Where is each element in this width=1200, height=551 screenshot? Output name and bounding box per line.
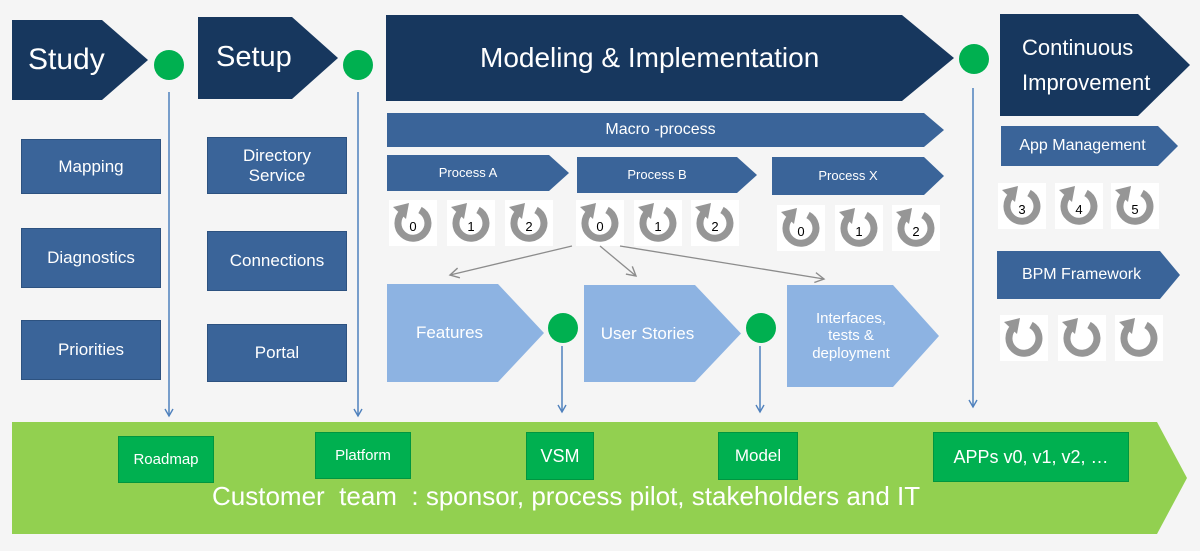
- cycle-bpm-1: [1000, 315, 1048, 361]
- cycle-process-b-1: 1: [634, 200, 682, 246]
- cycle-process-b-0: 0: [576, 200, 624, 246]
- phase-modeling-label: Modeling & Implementation: [480, 41, 820, 73]
- deliverable-apps: APPs v0, v1, v2, …: [933, 432, 1129, 482]
- cycle-number: 1: [654, 218, 662, 234]
- cycle-arrow-icon: [1000, 315, 1048, 361]
- bpm-framework-label: BPM Framework: [1021, 265, 1142, 283]
- cycle-number: 1: [467, 218, 475, 234]
- milestone-dot-setup: [343, 50, 373, 80]
- cycle-number: 2: [711, 218, 719, 234]
- study-item-diagnostics: Diagnostics: [21, 228, 161, 288]
- cycle-process-x-2: 2: [892, 205, 940, 251]
- cycle-app-5: 5: [1111, 183, 1159, 229]
- cycle-arrow-icon: [892, 205, 940, 251]
- cycle-bpm-3: [1115, 315, 1163, 361]
- connector-cycle-to-interfaces: [619, 245, 826, 284]
- customer-team-label: Customer team : sponsor, process pilot, …: [212, 481, 921, 512]
- setup-item-connections: Connections: [207, 231, 347, 291]
- study-item-mapping: Mapping: [21, 139, 161, 194]
- deliverable-platform: Platform: [315, 432, 411, 479]
- setup-item-directory-service: Directory Service: [207, 137, 347, 194]
- deliverable-model-label: Model: [734, 446, 782, 466]
- cycle-app-4: 4: [1055, 183, 1103, 229]
- step-interfaces-label: Interfaces, tests & deployment: [812, 310, 890, 362]
- connector-cycle-to-user-stories: [599, 245, 638, 277]
- deliverable-model: Model: [718, 432, 798, 480]
- bpm-framework-bar: BPM Framework: [997, 251, 1180, 299]
- phase-modeling-implementation: Modeling & Implementation: [386, 15, 954, 101]
- cycle-arrow-icon: [1055, 183, 1103, 229]
- study-item-mapping-label: Mapping: [58, 156, 124, 176]
- cycle-number: 2: [912, 223, 920, 239]
- cycle-number: 3: [1018, 201, 1026, 217]
- cycle-number: 0: [797, 223, 805, 239]
- cycle-arrow-icon: [447, 200, 495, 246]
- setup-item-portal: Portal: [207, 324, 347, 382]
- cycle-number: 4: [1075, 201, 1083, 217]
- process-a-bar: Process A: [387, 155, 569, 191]
- deliverable-vsm-label: VSM: [540, 445, 580, 466]
- phase-continuous-label-line2: Improvement: [1022, 70, 1151, 95]
- phase-study-label: Study: [28, 42, 105, 76]
- cycle-process-a-0: 0: [389, 200, 437, 246]
- cycle-arrow-icon: [691, 200, 739, 246]
- cycle-number: 2: [525, 218, 533, 234]
- cycle-number: 0: [596, 218, 604, 234]
- deliverable-vsm: VSM: [526, 432, 594, 480]
- cycle-process-b-2: 2: [691, 200, 739, 246]
- process-a-label: Process A: [438, 164, 498, 180]
- process-b-label: Process B: [627, 166, 687, 182]
- connector-cycle-to-features: [448, 245, 573, 279]
- app-management-bar: App Management: [1001, 126, 1178, 166]
- macro-process-label: Macro -process: [605, 120, 716, 138]
- study-item-priorities: Priorities: [21, 320, 161, 380]
- cycle-number: 1: [855, 223, 863, 239]
- step-features-label: Features: [415, 323, 484, 343]
- deliverable-platform-label: Platform: [335, 446, 391, 464]
- cycle-process-a-1: 1: [447, 200, 495, 246]
- process-x-bar: Process X: [772, 157, 944, 195]
- process-b-bar: Process B: [577, 157, 757, 193]
- deliverable-roadmap-label: Roadmap: [133, 450, 199, 468]
- setup-item-connections-label: Connections: [229, 251, 325, 271]
- cycle-arrow-icon: [998, 183, 1046, 229]
- cycle-number: 5: [1131, 201, 1139, 217]
- cycle-app-3: 3: [998, 183, 1046, 229]
- deliverable-roadmap: Roadmap: [118, 436, 214, 483]
- cycle-bpm-2: [1058, 315, 1106, 361]
- step-user-stories-label: User Stories: [600, 323, 695, 343]
- cycle-arrow-icon: [505, 200, 553, 246]
- setup-item-directory-service-label: Directory Service: [242, 145, 311, 185]
- study-item-diagnostics-label: Diagnostics: [47, 248, 135, 268]
- step-interfaces-tests-deployment: Interfaces, tests & deployment: [787, 285, 939, 387]
- cycle-arrow-icon: [1111, 183, 1159, 229]
- cycle-arrow-icon: [777, 205, 825, 251]
- deliverable-apps-label: APPs v0, v1, v2, …: [953, 446, 1109, 467]
- cycle-process-x-0: 0: [777, 205, 825, 251]
- cycle-arrow-icon: [835, 205, 883, 251]
- phase-continuous-label-line1: Continuous: [1022, 34, 1134, 60]
- cycle-arrow-icon: [389, 200, 437, 246]
- cycle-arrow-icon: [1058, 315, 1106, 361]
- milestone-dot-features: [548, 313, 578, 343]
- setup-item-portal-label: Portal: [254, 343, 300, 363]
- milestone-dot-modeling: [959, 44, 989, 74]
- cycle-process-a-2: 2: [505, 200, 553, 246]
- milestone-dot-user-stories: [746, 313, 776, 343]
- study-item-priorities-label: Priorities: [57, 340, 125, 360]
- cycle-process-x-1: 1: [835, 205, 883, 251]
- cycle-arrow-icon: [1115, 315, 1163, 361]
- process-x-label: Process X: [818, 167, 878, 183]
- macro-process-bar: Macro -process: [387, 113, 944, 147]
- app-management-label: App Management: [1019, 136, 1146, 154]
- cycle-arrow-icon: [634, 200, 682, 246]
- cycle-arrow-icon: [576, 200, 624, 246]
- cycle-number: 0: [409, 218, 417, 234]
- milestone-dot-study: [154, 50, 184, 80]
- phase-setup-label: Setup: [216, 41, 292, 74]
